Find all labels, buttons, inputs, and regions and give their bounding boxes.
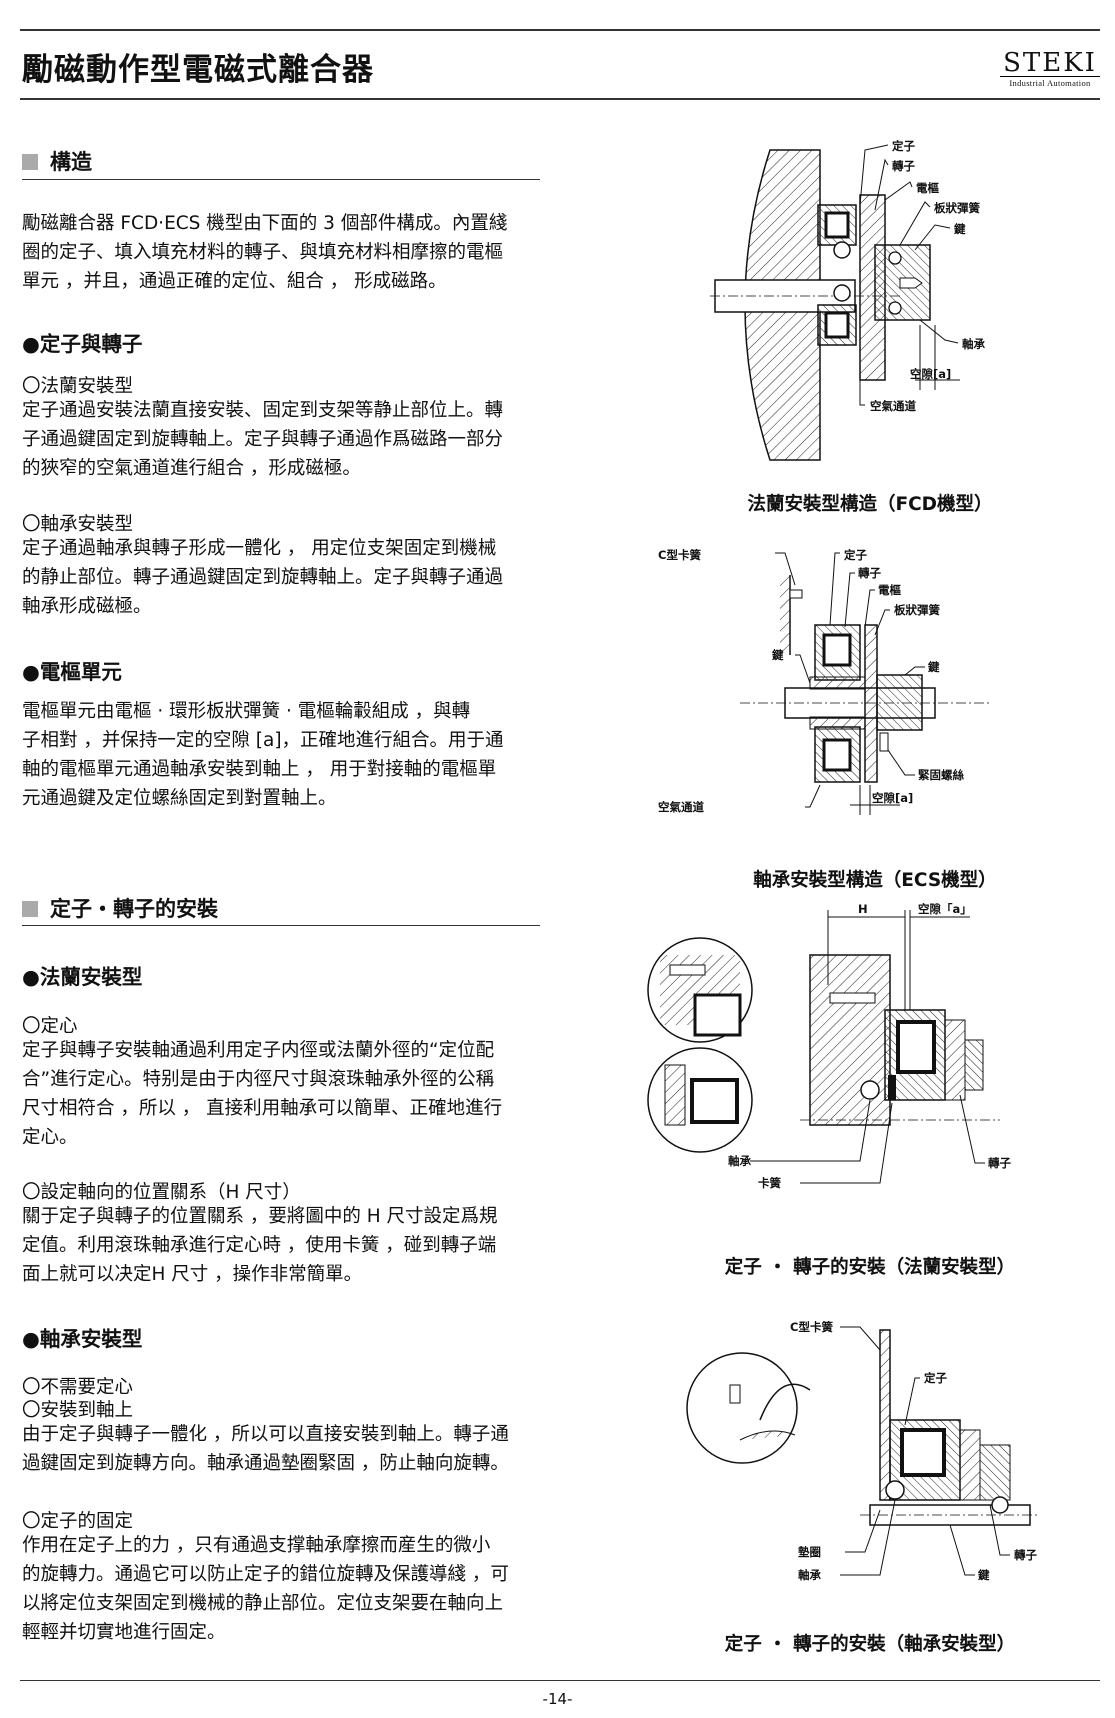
fig4-caption: 定子 ・ 轉子的安裝（軸承安裝型） [724,1634,1016,1655]
bearing-type-text: 定子通過軸承與轉子形成一體化 ， 用定位支架固定到機械 的静止部位。轉子通過鍵固… [22,538,504,617]
fig4-label-key: 鍵 [978,1568,990,1582]
logo-sub-text: Industrial Automation [1000,76,1100,88]
bearing-install-heading: ●軸承安裝型 [22,1327,143,1351]
fig3-label-circlip: 卡簧 [758,1176,781,1190]
fig2-label-c-clip: C型卡簧 [658,548,701,562]
flange-type-text: 定子通過安裝法蘭直接安裝、固定到支架等静止部位上。轉 子通過鍵固定到旋轉軸上。定… [22,400,504,479]
axial-position-heading: 〇設定軸向的位置關系（H 尺寸） [22,1182,301,1203]
stator-fix-text: 作用在定子上的力 ，只有通過支撑軸承摩擦而産生的微小 的旋轉力。通過它可以防止定… [22,1535,509,1643]
mount-shaft-heading: 〇安裝到軸上 [22,1400,134,1421]
square-bullet-icon [22,154,38,170]
stator-fix-heading: 〇定子的固定 [22,1511,134,1532]
fig1-label-air-path: 空氣通道 [870,399,916,413]
fig1-label-armature: 電樞 [916,181,939,195]
fig1-label-stator: 定子 [892,139,915,153]
fig1-caption: 法蘭安裝型構造（FCD機型） [747,494,993,515]
fig4-label-stator: 定子 [924,1371,947,1385]
fig4-label-washer: 墊圈 [798,1545,821,1559]
fig2-label-armature: 電樞 [878,583,901,597]
top-rule [20,29,1100,31]
fig3-label-rotor: 轉子 [988,1156,1011,1170]
fig2-label-stator: 定子 [844,548,867,562]
page-title: 勵磁動作型電磁式離合器 [22,52,374,88]
fig4-label-bearing: 軸承 [798,1568,821,1582]
fig1-fcd-diagram: 定子 轉子 電樞 板狀彈簧 鍵 軸承 空隙[a] 空氣通道 [710,139,985,461]
section-rule [22,925,540,926]
fig3-label-gap: 空隙「a」 [918,902,972,916]
flange-install-heading: ●法蘭安裝型 [22,965,143,989]
structure-intro: 勵磁離合器 FCD·ECS 機型由下面的 3 個部件構成。內置綫 圈的定子、填入… [22,213,508,292]
fig1-label-gap: 空隙[a] [910,367,951,381]
section-rule [22,179,540,180]
fig4-bearing-install-diagram: C型卡簧 定子 墊圈 軸承 轉子 鍵 [686,1320,1040,1582]
fig1-label-key: 鍵 [954,222,966,236]
footer-rule [20,1680,1100,1681]
fig2-caption: 軸承安裝型構造（ECS機型） [753,870,997,891]
centering-text: 定子與轉子安裝軸通過利用定子内徑或法蘭外徑的“定位配 合”進行定心。特别是由于内… [22,1040,503,1148]
fig2-label-plate-spring: 板狀彈簧 [894,603,940,617]
section-structure-heading: 構造 [22,146,92,176]
stator-rotor-heading: ●定子與轉子 [22,332,143,356]
brand-logo: STEKI Industrial Automation [1000,50,1100,88]
fig2-ecs-diagram: C型卡簧 定子 轉子 電樞 板狀彈簧 鍵 鍵 緊固螺絲 空氣通道 空隙[a] [658,548,990,815]
fig2-label-gap: 空隙[a] [872,791,913,805]
fig4-label-rotor: 轉子 [1014,1548,1037,1562]
fig3-flange-install-diagram: H 空隙「a」 軸承 卡簧 轉子 [647,902,1011,1190]
section-installation-heading: 定子・轉子的安裝 [22,893,218,923]
header-rule [20,98,1100,100]
bearing-type-heading: 〇軸承安裝型 [22,514,134,535]
axial-position-text: 關于定子與轉子的位置關系 ，要將圖中的 H 尺寸設定爲規 定值。利用滾珠軸承進行… [22,1206,498,1285]
fig2-label-air-path: 空氣通道 [658,800,704,814]
armature-text: 電樞單元由電樞 · 環形板狀彈簧 · 電樞輪轂組成 ，與轉 子相對 ，并保持一定… [22,701,504,809]
square-bullet-icon [22,901,38,917]
fig2-label-set-screw: 緊固螺絲 [918,768,964,782]
no-centering-heading: 〇不需要定心 [22,1377,134,1398]
fig2-label-key-left: 鍵 [772,648,784,662]
fig2-label-rotor: 轉子 [858,566,881,580]
centering-heading: 〇定心 [22,1016,78,1037]
page-number: -14- [542,1690,573,1708]
logo-main-text: STEKI [1003,48,1097,78]
mount-shaft-text: 由于定子與轉子一體化 ，所以可以直接安裝到軸上。轉子通 過鍵固定到旋轉方向。軸承… [22,1424,509,1474]
fig3-label-bearing: 軸承 [728,1154,751,1168]
armature-heading: ●電樞單元 [22,660,122,684]
fig1-label-rotor: 轉子 [892,159,915,173]
flange-type-heading: 〇法蘭安裝型 [22,376,134,397]
fig4-label-c-clip: C型卡簧 [790,1320,833,1334]
fig1-label-plate-spring: 板狀彈簧 [934,201,980,215]
fig2-label-key-right: 鍵 [928,660,940,674]
fig3-label-H: H [858,902,868,916]
fig3-caption: 定子 ・ 轉子的安裝（法蘭安裝型） [724,1257,1016,1278]
fig1-label-bearing: 軸承 [962,337,985,351]
